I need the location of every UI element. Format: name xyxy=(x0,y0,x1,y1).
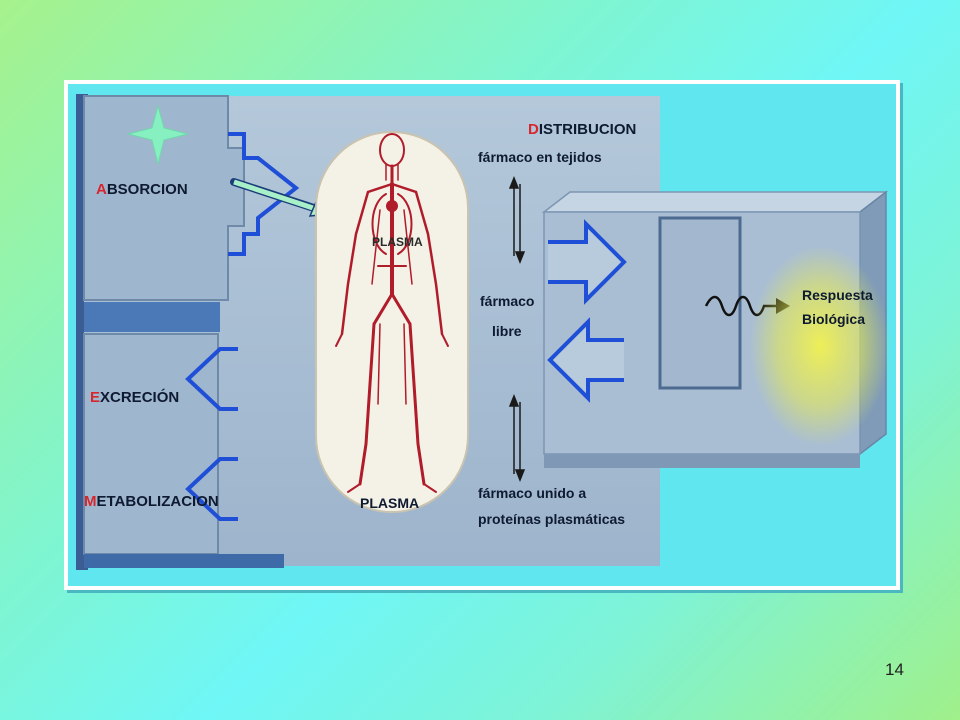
distribucion-rest: ISTRIBUCION xyxy=(539,121,637,138)
receptor-window xyxy=(658,216,742,390)
plasma-small-label: PLASMA xyxy=(372,235,423,249)
exchange-arrows-top xyxy=(508,175,526,265)
receptor-top xyxy=(541,191,889,213)
absorcion-box xyxy=(83,95,245,301)
plasma-large-label: PLASMA xyxy=(360,495,419,511)
receptor-bottom xyxy=(544,454,860,468)
plasma-capsule xyxy=(315,131,469,513)
metabolizacion-label: METABOLIZACION xyxy=(84,493,219,510)
absorcion-arrow xyxy=(228,132,300,256)
absorcion-rest: BSORCION xyxy=(107,181,188,198)
farmaco-libre-line2: libre xyxy=(492,323,522,339)
excrecion-initial: E xyxy=(90,389,100,406)
farmaco-unido-line1: fármaco unido a xyxy=(478,485,586,501)
exchange-arrows-bottom xyxy=(508,393,526,483)
diagram-frame: PLASMA PLASMA DISTRIBUCION fármaco en te… xyxy=(64,80,900,590)
farmaco-libre-line1: fármaco xyxy=(480,293,534,309)
respuesta-line1: Respuesta xyxy=(802,287,873,303)
to-receptor-arrow xyxy=(548,219,627,305)
excrecion-rest: XCRECIÓN xyxy=(100,388,179,406)
bottom-strip xyxy=(84,554,284,568)
respuesta-line2: Biológica xyxy=(802,311,865,327)
from-receptor-arrow xyxy=(547,317,624,403)
excrecion-arrow xyxy=(185,347,238,411)
biological-glow xyxy=(750,246,890,446)
sparkle-icon xyxy=(127,104,189,165)
highlight-arrow xyxy=(233,179,317,212)
pharmacokinetics-diagram: PLASMA PLASMA DISTRIBUCION fármaco en te… xyxy=(76,94,890,570)
farmaco-unido-line2: proteínas plasmáticas xyxy=(478,511,625,527)
distribucion-label: DISTRIBUCION xyxy=(528,121,636,138)
absorcion-initial: A xyxy=(96,181,107,198)
distribucion-initial: D xyxy=(528,121,539,138)
metabolizacion-arrow xyxy=(185,457,238,521)
separator-bar xyxy=(84,302,220,332)
absorcion-label: ABSORCION xyxy=(96,181,188,198)
metabolizacion-initial: M xyxy=(84,493,97,510)
heart-icon xyxy=(386,200,398,212)
excrecion-label: EXCRECIÓN xyxy=(90,388,179,406)
page-number: 14 xyxy=(885,660,904,679)
metabolizacion-rest: ETABOLIZACION xyxy=(97,493,219,510)
farmaco-tejidos-label: fármaco en tejidos xyxy=(478,149,602,165)
